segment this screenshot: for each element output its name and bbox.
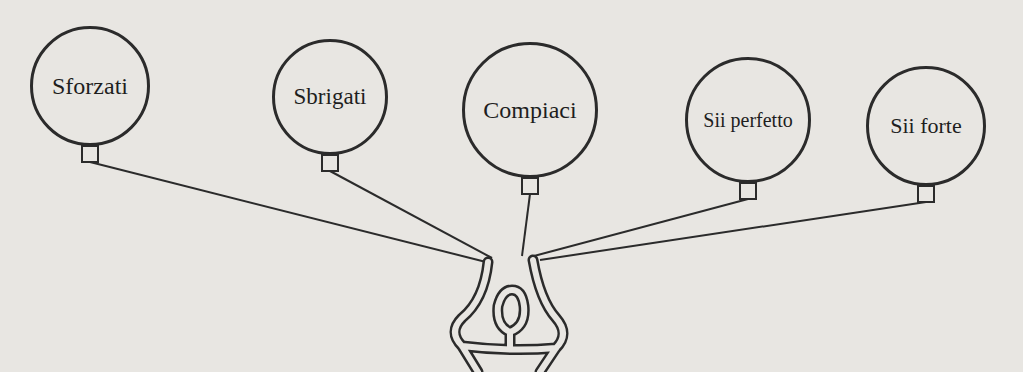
balloon-ring — [868, 68, 985, 185]
balloon-ring — [464, 44, 597, 177]
balloon-label: Sforzati — [52, 73, 128, 99]
balloon-circle: Sforzati — [30, 26, 150, 146]
string — [522, 194, 530, 256]
balloon-ring — [687, 59, 810, 182]
figure-fill — [455, 260, 563, 372]
figure-outline — [455, 260, 563, 372]
knot-square — [740, 183, 756, 199]
balloon-circle: Sbrigati — [272, 39, 388, 155]
balloon-label: Sii forte — [890, 114, 962, 138]
knot-square — [522, 178, 538, 194]
string — [534, 199, 748, 256]
knot-square — [82, 146, 98, 162]
balloon-circle: Compiaci — [462, 42, 598, 178]
string — [330, 171, 492, 258]
balloon-ring — [274, 41, 387, 154]
balloon-label: Sii perfetto — [703, 109, 792, 131]
string — [540, 202, 926, 260]
knot-square — [322, 155, 338, 171]
knot-square — [918, 186, 934, 202]
balloon-strings — [90, 162, 926, 262]
balloon-circle: Sii forte — [866, 66, 986, 186]
balloon-label: Compiaci — [483, 97, 576, 123]
balloon-ring — [32, 28, 149, 145]
balloon-label: Sbrigati — [294, 84, 367, 109]
balloon-circle: Sii perfetto — [685, 57, 811, 183]
string — [90, 162, 486, 262]
stick-figure — [455, 260, 563, 372]
